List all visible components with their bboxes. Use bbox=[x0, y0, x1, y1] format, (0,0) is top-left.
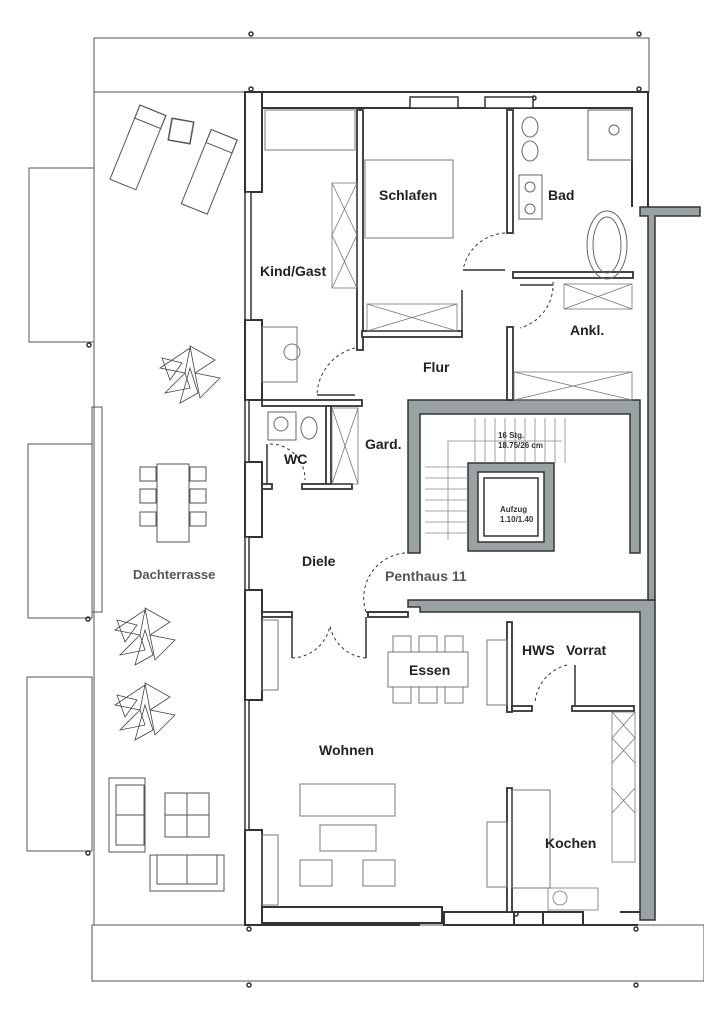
room-label-vorrat: Vorrat bbox=[566, 642, 607, 658]
furniture bbox=[261, 109, 551, 906]
projection-1 bbox=[28, 167, 95, 343]
wall-north bbox=[245, 91, 649, 207]
window-north-1 bbox=[409, 96, 459, 109]
apartment-title: Penthaus 11 bbox=[385, 568, 467, 584]
room-label-dachterrasse: Dachterrasse bbox=[133, 567, 216, 582]
room-label-flur: Flur bbox=[423, 359, 450, 375]
window-west-1 bbox=[244, 191, 252, 321]
stair-core bbox=[407, 206, 701, 921]
wall-kind-schlafen bbox=[356, 109, 364, 351]
room-label-essen: Essen bbox=[409, 662, 451, 678]
parapet bbox=[91, 406, 103, 613]
wall-schlafen-bad bbox=[506, 109, 514, 234]
elevator-label: Aufzug bbox=[500, 505, 528, 514]
stair-steps-label: 16 Stg. bbox=[498, 431, 525, 440]
room-label-kind-gast: Kind/Gast bbox=[260, 263, 327, 279]
wall-segment bbox=[244, 91, 263, 193]
stair-dimensions-label: 18.75/26 cm bbox=[498, 441, 543, 450]
wardrobes bbox=[331, 182, 636, 911]
door-leaves bbox=[266, 269, 576, 706]
window-north-2 bbox=[484, 96, 534, 109]
room-label-diele: Diele bbox=[302, 553, 336, 569]
roof-edge-top bbox=[93, 37, 650, 93]
projection-2 bbox=[27, 443, 93, 619]
roof-edge-bottom bbox=[91, 924, 704, 982]
room-label-kochen: Kochen bbox=[545, 835, 597, 851]
room-label-wohnen: Wohnen bbox=[319, 742, 374, 758]
room-label-gard: Gard. bbox=[365, 436, 402, 452]
room-label-ankl: Ankl. bbox=[570, 322, 605, 338]
door-swings bbox=[269, 232, 568, 704]
column-markers bbox=[85, 31, 642, 988]
plants bbox=[113, 345, 221, 741]
projection-3 bbox=[26, 676, 93, 852]
room-label-hws: HWS bbox=[522, 642, 555, 658]
terrace-furniture bbox=[108, 104, 238, 892]
room-label-wc: WC bbox=[284, 451, 308, 467]
room-label-schlafen: Schlafen bbox=[379, 187, 438, 203]
elevator-size-label: 1.10/1.40 bbox=[500, 515, 534, 524]
room-label-bad: Bad bbox=[548, 187, 575, 203]
bath-fixtures bbox=[267, 109, 633, 441]
stair-treads bbox=[425, 418, 566, 540]
